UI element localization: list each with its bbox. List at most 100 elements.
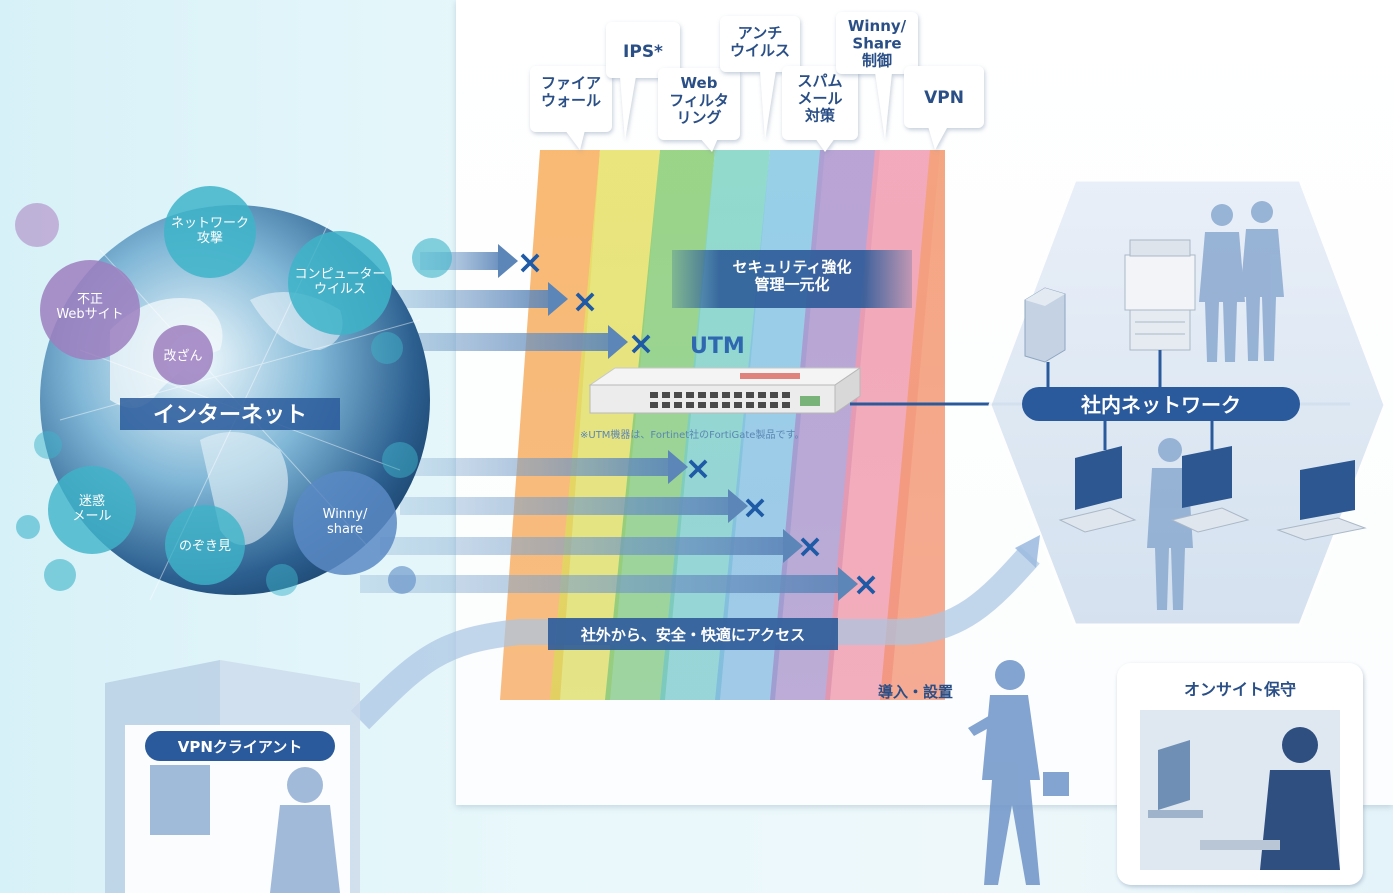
callout-antivirus: アンチウイルス [720, 16, 800, 140]
text-line: セキュリティ強化 [732, 258, 851, 276]
remote-access-label: 社外から、安全・快適にアクセス [580, 626, 805, 644]
bubble-tampering [153, 325, 213, 385]
bubble-computer-virus-text: コンピューターウイルス [294, 267, 385, 297]
text-line: VPN [924, 88, 964, 108]
internet-label: インターネット [153, 403, 307, 428]
utm-note: ※UTM機器は、Fortinet社のFortiGate製品です。 [580, 428, 804, 441]
text-line: 迷惑 [79, 493, 105, 509]
blocked-mark-2: × [572, 282, 599, 320]
install-label: 導入・設置 [878, 683, 953, 701]
text-line: Winny/ [323, 507, 368, 522]
callout-vpn: VPN [904, 66, 984, 150]
text-line: リング [676, 109, 721, 127]
text-line: コンピューター [294, 267, 385, 282]
text-line: スパム [797, 72, 842, 90]
bubble-peeping-text: のぞき見 [179, 539, 231, 554]
text-line: メール [797, 89, 842, 107]
callout-ips: IPS* [606, 22, 680, 140]
text-line: 攻撃 [197, 230, 223, 246]
bubble-winny-text: Winny/share [323, 507, 368, 537]
bubble-network-attack-text: ネットワーク攻撃 [171, 216, 249, 246]
text-line: Webサイト [56, 307, 123, 322]
callout-vpn-text: VPN [924, 88, 964, 108]
onsite-label: オンサイト保守 [1184, 680, 1296, 699]
text-line: Share [852, 34, 901, 52]
text-line: ウイルス [314, 282, 366, 297]
internal-network-label: 社内ネットワーク [1080, 393, 1241, 417]
blocked-mark-3: × [628, 324, 655, 362]
text-line: IPS* [623, 42, 663, 62]
blocked-mark-4: × [685, 449, 712, 487]
arrow-4 [410, 450, 688, 484]
text-line: ウイルス [730, 41, 790, 59]
callout-antivirus-text: アンチウイルス [730, 24, 790, 59]
pc-left-icon [1058, 446, 1137, 533]
callout-firewall-text: ファイアウォール [541, 74, 601, 109]
onsite-maintenance: オンサイト保守 [1117, 663, 1363, 885]
blocked-mark-6: × [797, 527, 824, 565]
text-line: ネットワーク [171, 216, 249, 231]
bubble-spam-mail-text: 迷惑メール [72, 493, 111, 524]
threat-arrows [330, 244, 858, 601]
vpn-client-label: VPNクライアント [178, 738, 303, 756]
bubble-malicious-web [40, 260, 140, 360]
copier-icon [1124, 239, 1196, 351]
bubble-computer-virus [288, 231, 392, 335]
text-line: メール [72, 509, 111, 524]
text-line: Winny/ [848, 17, 907, 35]
text-line: ウォール [541, 91, 601, 109]
arrow-5 [400, 489, 748, 523]
internal-network-pill: 社内ネットワーク [1022, 387, 1300, 421]
band-firewall [500, 150, 600, 700]
text-line: フィルタ [669, 91, 729, 109]
callout-spam-text: スパムメール対策 [797, 72, 842, 125]
technician-silhouette [968, 660, 1069, 885]
callout-firewall: ファイアウォール [530, 66, 612, 150]
bubble-network-attack [164, 186, 256, 278]
utm-label: UTM [690, 334, 745, 359]
arrow-2 [380, 282, 568, 316]
text-line: ファイア [541, 74, 601, 92]
text-line: share [327, 522, 363, 537]
callout-spam: スパムメール対策 [782, 66, 858, 152]
callout-ips-text: IPS* [623, 42, 663, 62]
internet-pill: インターネット [120, 398, 340, 430]
band-vpn [880, 150, 945, 700]
text-line: 対策 [804, 107, 836, 125]
arrow-6 [380, 529, 803, 563]
bubble-spam-mail [48, 466, 136, 554]
filter-bands [500, 150, 945, 700]
bubble-winny [293, 471, 397, 575]
remote-access-path: 社外から、安全・快適にアクセス [350, 535, 1040, 730]
vpn-client: VPNクライアント [105, 660, 360, 893]
blocked-mark-1: × [517, 243, 544, 281]
staff-silhouettes [1147, 201, 1284, 610]
text-line: Web [681, 74, 718, 92]
blocked-mark-5: × [742, 488, 769, 526]
pc-middle-icon [1170, 446, 1250, 533]
blocked-mark-7: × [853, 565, 880, 603]
text-line: 不正 [77, 292, 103, 307]
arrow-7 [360, 567, 858, 601]
text-line: アンチ [738, 24, 782, 42]
bubble-peeping [165, 505, 245, 585]
utm-device [588, 367, 862, 414]
server-icon [1024, 287, 1066, 363]
security-banner-text: セキュリティ強化管理一元化 [732, 258, 851, 293]
text-line: 制御 [862, 52, 892, 70]
bubble-tampering-text: 改ざん [163, 348, 202, 364]
security-banner: セキュリティ強化管理一元化 [672, 250, 912, 308]
text-line: 管理一元化 [754, 275, 829, 293]
blocked-marks: × × × × × × × [517, 243, 880, 603]
internal-network: 社内ネットワーク [988, 178, 1387, 627]
band-ips [550, 150, 660, 700]
pc-right-icon [1276, 460, 1367, 541]
